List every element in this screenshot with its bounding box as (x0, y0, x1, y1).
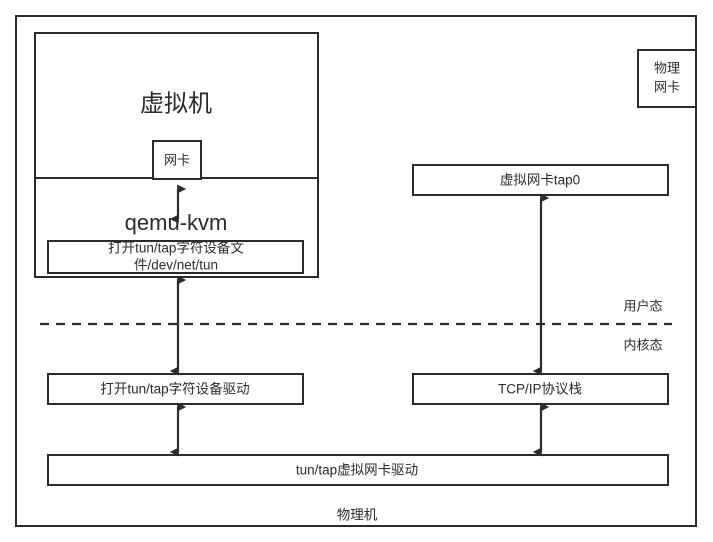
tcpip-stack-label: TCP/IP协议栈 (498, 382, 582, 397)
physical-network-card-label-line2: 网卡 (654, 79, 680, 94)
user-mode-label: 用户态 (623, 298, 662, 313)
physical-network-card-label-line1: 物理 (654, 60, 680, 75)
open-tun-char-device-file-box (47, 240, 304, 274)
tuntap-virtual-nic-driver-label: tun/tap虚拟网卡驱动 (296, 463, 418, 478)
virtual-nic-tap0-box (412, 164, 669, 196)
virtual-machine-label: 虚拟机 (140, 90, 212, 117)
kernel-mode-label: 内核态 (623, 337, 662, 352)
physical-machine-frame (15, 15, 697, 527)
open-tun-char-device-file-label-line1: 打开tun/tap字符设备文 (108, 240, 244, 256)
char-device-driver-box (47, 373, 304, 405)
open-tun-char-device-file-label-line2: 件/dev/net/tun (134, 258, 218, 273)
vm-network-card-label: 网卡 (164, 152, 190, 167)
physical-network-card-box (637, 49, 697, 108)
vm-network-card-box (152, 140, 202, 180)
char-device-driver-label: 打开tun/tap字符设备驱动 (100, 381, 249, 397)
qemu-kvm-label: qemu-kvm (125, 210, 228, 235)
tuntap-virtual-nic-driver-box (47, 454, 669, 486)
virtual-nic-tap0-label: 虚拟网卡tap0 (500, 173, 580, 188)
physical-machine-label: 物理机 (337, 508, 378, 523)
tcpip-stack-box (412, 373, 669, 405)
